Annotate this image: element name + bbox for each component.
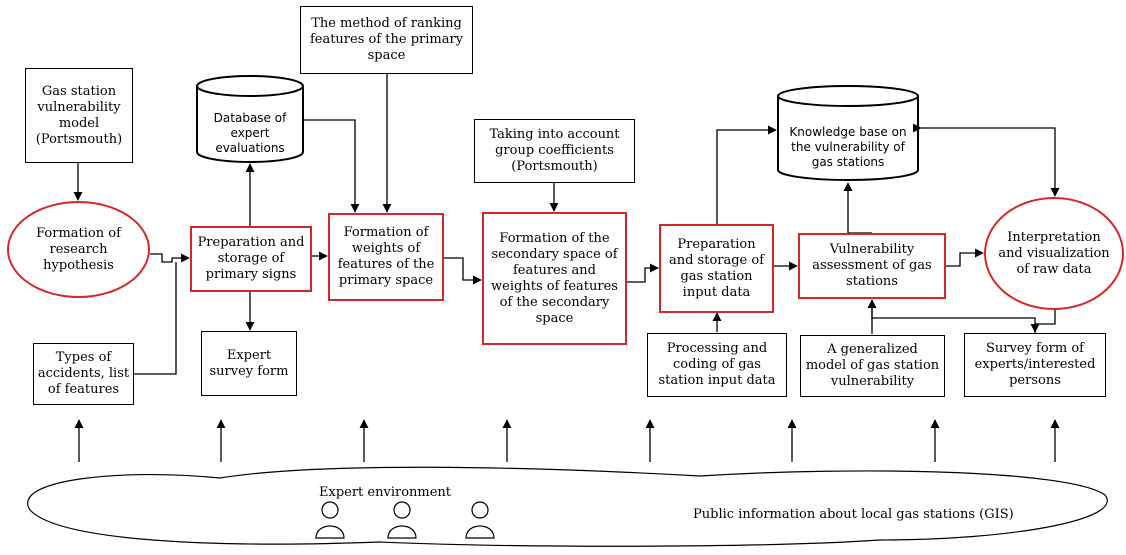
formation-weights-box: Formation of weights of features of the … xyxy=(328,213,444,301)
generalized-model-box: A generalized model of gas station vulne… xyxy=(800,335,945,397)
vulnerability-assessment-label: Vulnerability assessment of gas stations xyxy=(812,242,932,289)
formation-secondary-box: Formation of the secondary space of feat… xyxy=(482,212,627,345)
expert-survey-box: Expert survey form xyxy=(201,331,297,396)
expert-environment-label: Expert environment xyxy=(319,485,452,500)
survey-interested-label: Survey form of experts/interested person… xyxy=(974,341,1096,388)
person-icon xyxy=(387,501,417,539)
ranking-method-label: The method of ranking features of the pr… xyxy=(309,16,464,63)
generalized-model-label: A generalized model of gas station vulne… xyxy=(805,342,940,389)
prep-primary-box: Preparation and storage of primary signs xyxy=(190,226,312,292)
gas-station-model-label: Gas station vulnerability model (Portsmo… xyxy=(35,83,123,147)
knowledge-base-label: Knowledge base on the vulnerability of g… xyxy=(789,124,907,169)
ranking-method-box: The method of ranking features of the pr… xyxy=(300,6,473,74)
prep-input-box: Preparation and storage of gas station i… xyxy=(659,224,774,313)
public-info-label: Public information about local gas stati… xyxy=(693,507,1014,522)
group-coeff-label: Taking into account group coefficients (… xyxy=(489,127,620,174)
vulnerability-assessment-box: Vulnerability assessment of gas stations xyxy=(798,233,946,299)
expert-survey-label: Expert survey form xyxy=(209,347,289,379)
types-accidents-box: Types of accidents, list of features xyxy=(33,343,134,405)
formation-hypothesis-ellipse: Formation of research hypothesis xyxy=(7,201,150,298)
formation-hypothesis-label: Formation of research hypothesis xyxy=(36,225,121,273)
cloud-shape xyxy=(27,466,1108,547)
prep-input-label: Preparation and storage of gas station i… xyxy=(668,236,765,300)
knowledge-base-label-wrap: Knowledge base on the vulnerability of g… xyxy=(782,114,914,180)
database-expert-label-wrap: Database of expert evaluations xyxy=(200,104,300,162)
group-coeff-box: Taking into account group coefficients (… xyxy=(474,119,635,183)
database-cylinder xyxy=(196,75,304,163)
knowledge-base-cylinder xyxy=(777,85,919,181)
interpretation-ellipse: Interpretation and visualization of raw … xyxy=(984,197,1124,310)
survey-interested-box: Survey form of experts/interested person… xyxy=(964,333,1106,397)
person-icon xyxy=(315,501,345,539)
database-expert-label: Database of expert evaluations xyxy=(213,110,287,155)
gas-station-model-box: Gas station vulnerability model (Portsmo… xyxy=(25,68,133,163)
processing-coding-box: Processing and coding of gas station inp… xyxy=(647,333,787,397)
formation-weights-label: Formation of weights of features of the … xyxy=(337,225,435,288)
prep-primary-label: Preparation and storage of primary signs xyxy=(197,235,305,282)
person-icon xyxy=(465,501,495,539)
formation-secondary-label: Formation of the secondary space of feat… xyxy=(491,230,618,326)
interpretation-label: Interpretation and visualization of raw … xyxy=(998,229,1110,277)
types-accidents-label: Types of accidents, list of features xyxy=(37,350,130,397)
processing-coding-label: Processing and coding of gas station inp… xyxy=(658,341,776,388)
